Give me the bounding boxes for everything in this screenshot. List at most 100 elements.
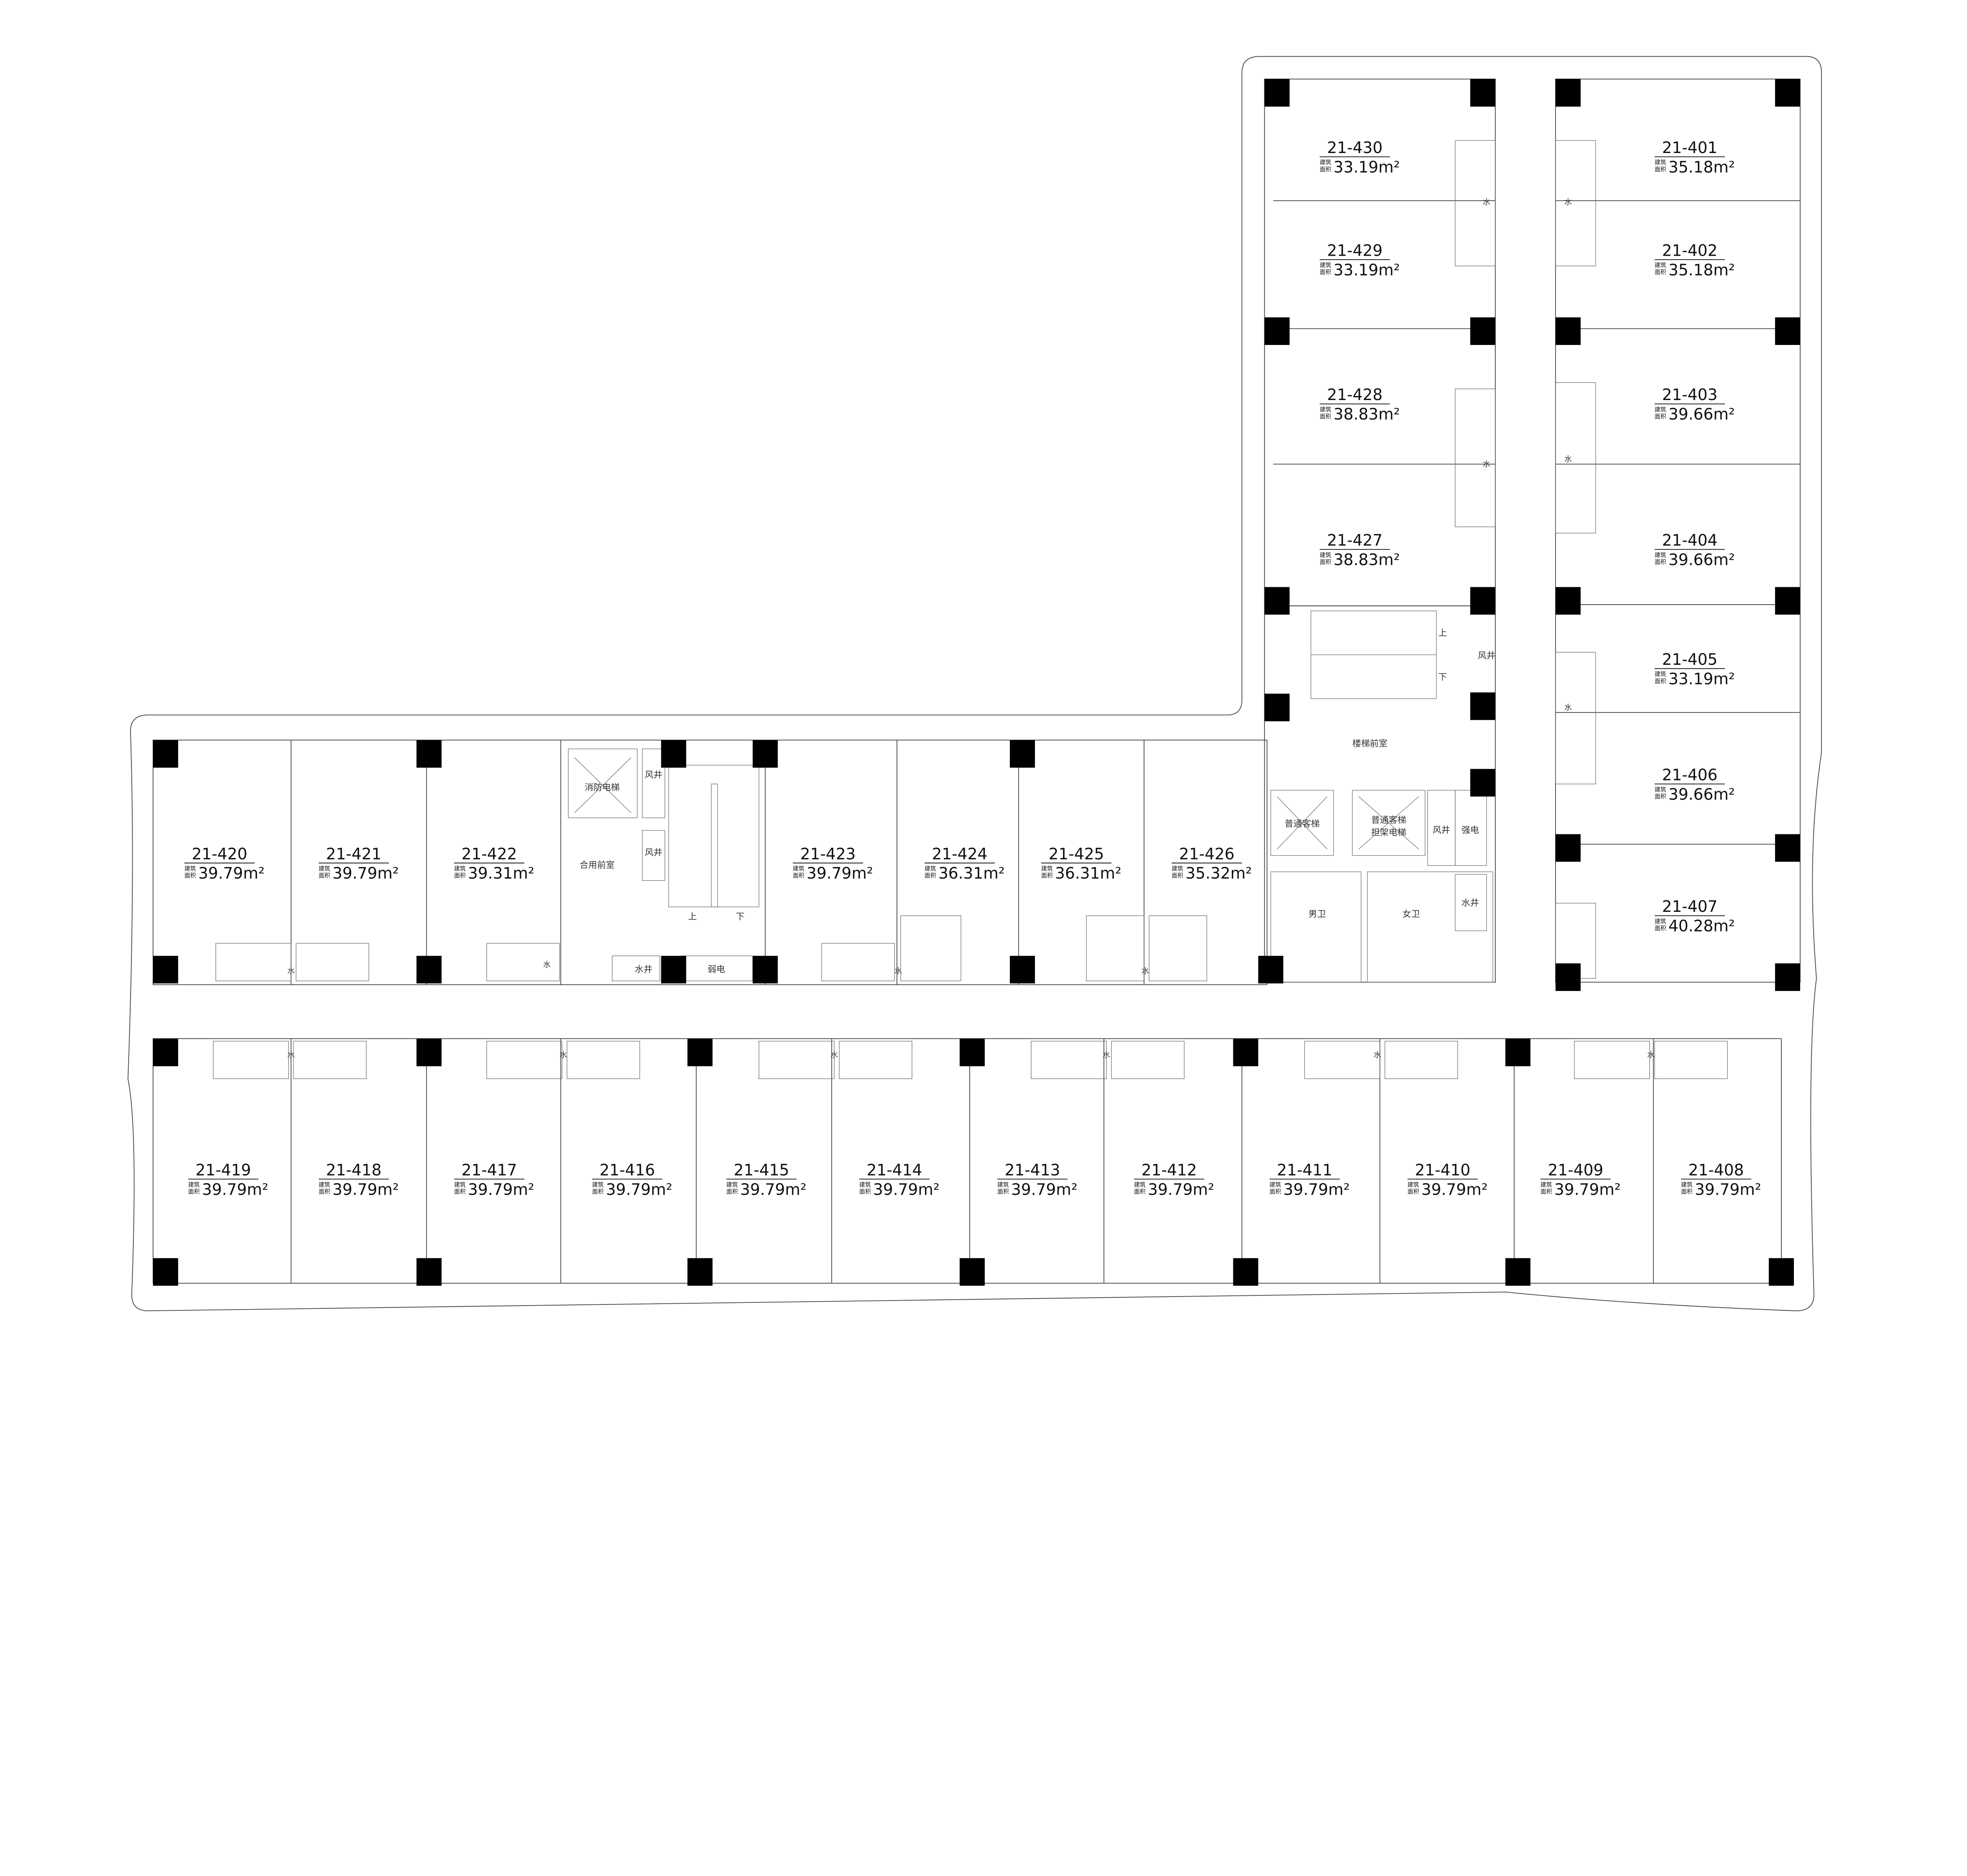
area-prefix: 面积: [1320, 269, 1332, 276]
room-number: 21-410: [1415, 1161, 1471, 1179]
area-value: 39.79: [202, 1181, 247, 1199]
room-area: 39.79m²: [606, 1181, 672, 1199]
area-unit: m²: [651, 1181, 672, 1199]
column: [1775, 834, 1800, 862]
area-prefix: 建筑: [1655, 262, 1666, 269]
column: [1264, 587, 1290, 615]
room-number: 21-409: [1548, 1161, 1603, 1179]
area-prefix: 面积: [924, 873, 936, 879]
water-mark: 水: [1483, 459, 1490, 469]
area-prefix: 建筑: [1320, 262, 1332, 269]
water-shaft-label: 水井: [635, 964, 653, 974]
area-prefix: 建筑: [454, 1182, 466, 1188]
area-prefix: 面积: [454, 1188, 466, 1195]
room-area: 39.79m²: [1554, 1181, 1621, 1199]
area-unit: m²: [1713, 158, 1735, 176]
room-number: 21-421: [326, 845, 382, 863]
area-prefix: 建筑: [185, 865, 196, 872]
column: [661, 956, 686, 983]
area-unit: m²: [1713, 670, 1735, 688]
column: [416, 740, 442, 768]
structural-columns: [153, 79, 1800, 1286]
room-area: 35.18m²: [1668, 158, 1735, 176]
area-prefix: 建筑: [1320, 552, 1332, 559]
area-prefix: 面积: [1172, 873, 1183, 879]
area-prefix: 面积: [1681, 1188, 1693, 1195]
area-prefix: 建筑: [454, 865, 466, 872]
area-prefix: 建筑: [997, 1182, 1009, 1188]
room-number: 21-428: [1327, 386, 1382, 404]
area-unit: m²: [918, 1181, 939, 1199]
area-prefix: 建筑: [924, 865, 936, 872]
area-value: 38.83: [1334, 551, 1378, 569]
area-prefix: 建筑: [1655, 671, 1666, 678]
bathroom-fixture: [758, 1041, 835, 1079]
facility-labels: 消防电梯 合用前室 风井 风井 上 下 水井 弱电 上 下 风井 楼梯前室 普通…: [579, 628, 1495, 975]
area-unit: m²: [1713, 551, 1735, 569]
column: [1470, 79, 1496, 107]
area-prefix: 建筑: [1320, 406, 1332, 413]
column: [416, 956, 442, 983]
area-prefix: 面积: [1655, 793, 1666, 800]
right-wing-walls: [1264, 78, 1801, 983]
area-prefix: 面积: [1134, 1188, 1146, 1195]
area-prefix: 建筑: [1655, 159, 1666, 166]
area-prefix: 面积: [185, 873, 196, 879]
water-mark: 水: [830, 1050, 838, 1059]
area-value: 39.79: [1554, 1181, 1599, 1199]
column: [153, 1039, 178, 1066]
room-number: 21-430: [1327, 139, 1382, 157]
room-area: 39.79m²: [198, 865, 265, 883]
bathroom-fixture: [293, 1041, 367, 1079]
area-prefix: 面积: [726, 1188, 738, 1195]
room-number: 21-407: [1662, 898, 1718, 916]
water-mark: 水: [895, 966, 902, 975]
column: [1009, 740, 1035, 768]
area-prefix: 面积: [1655, 269, 1666, 276]
area-prefix: 面积: [1041, 873, 1053, 879]
room-area: 39.79m²: [1421, 1181, 1488, 1199]
room-number: 21-411: [1277, 1161, 1332, 1179]
strong-current-label: 强电: [1461, 825, 1479, 835]
area-unit: m²: [247, 1181, 268, 1199]
area-unit: m²: [1713, 261, 1735, 279]
mens-wc-label: 男卫: [1308, 909, 1326, 919]
area-prefix: 建筑: [1270, 1182, 1281, 1188]
room-number: 21-417: [461, 1161, 517, 1179]
area-value: 39.79: [468, 1181, 513, 1199]
area-value: 38.83: [1334, 406, 1378, 424]
area-value: 39.79: [332, 1181, 377, 1199]
air-shaft-label: 风井: [645, 770, 662, 780]
room-number: 21-423: [800, 845, 856, 863]
room-number: 21-414: [867, 1161, 922, 1179]
column: [1009, 956, 1035, 983]
shared-lobby-label: 合用前室: [579, 860, 614, 871]
room-number: 21-426: [1179, 845, 1234, 863]
water-mark: 水: [1564, 197, 1572, 207]
area-prefix: 建筑: [1134, 1182, 1146, 1188]
column: [1556, 317, 1581, 345]
room-area: 39.66m²: [1668, 786, 1735, 804]
column: [1264, 317, 1290, 345]
room-number: 21-416: [600, 1161, 655, 1179]
column: [1775, 587, 1800, 615]
water-shaft-label: 水井: [1461, 898, 1479, 908]
stretcher-elevator-label: 普通客梯: [1371, 815, 1406, 825]
area-prefix: 面积: [592, 1188, 604, 1195]
room-number: 21-425: [1048, 845, 1104, 863]
area-value: 35.32: [1185, 865, 1230, 883]
column: [687, 1039, 713, 1066]
stretcher-elevator-label: 担架电梯: [1371, 828, 1406, 838]
area-unit: m²: [377, 1181, 399, 1199]
room-number: 21-403: [1662, 386, 1718, 404]
